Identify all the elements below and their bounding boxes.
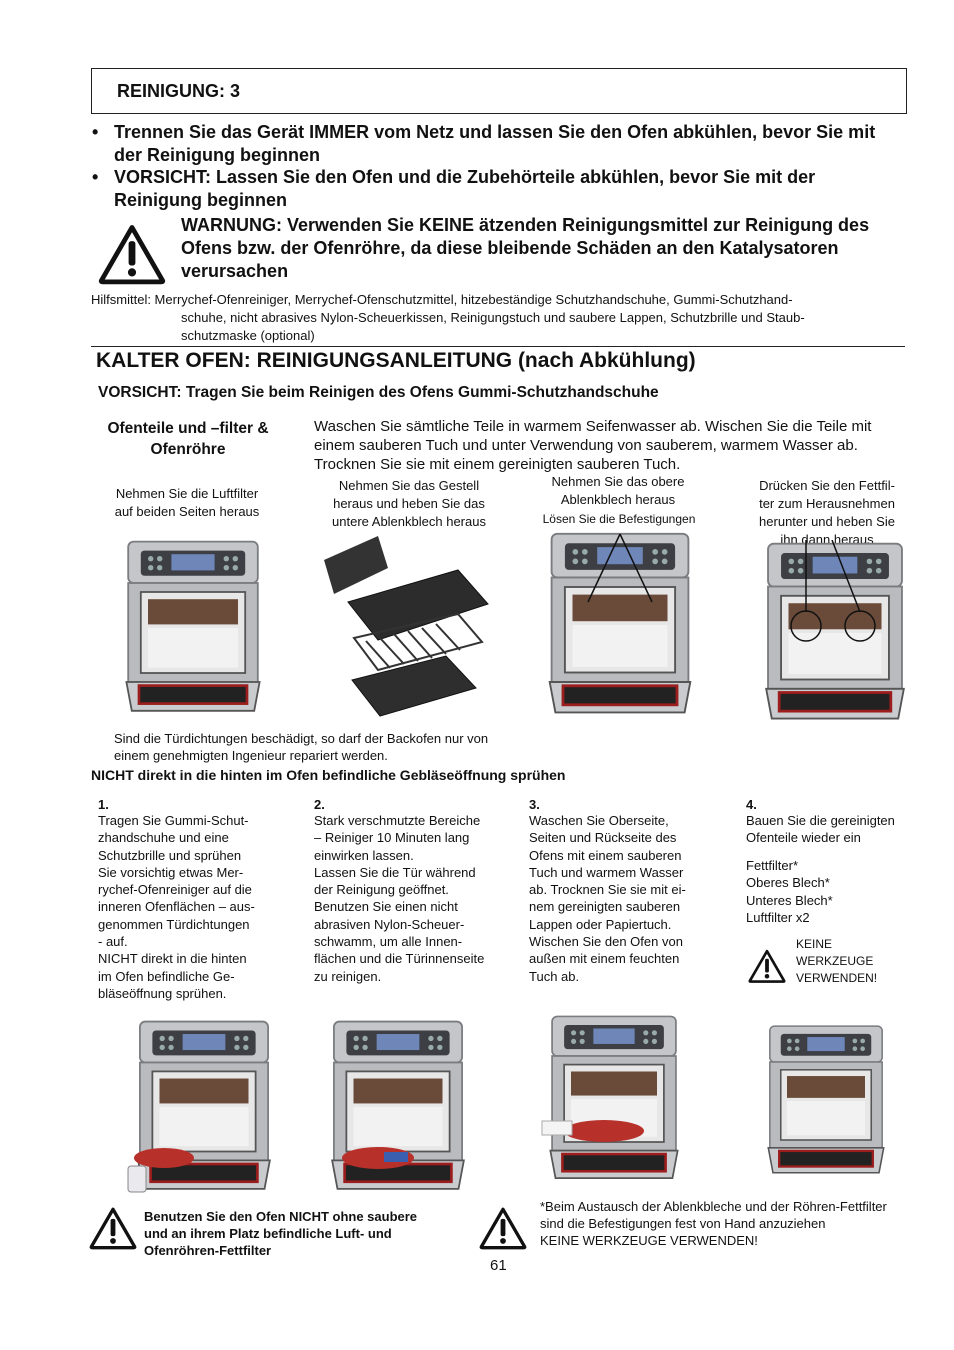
warning-icon — [748, 948, 786, 984]
section-header-box: REINIGUNG: 3 — [91, 68, 907, 114]
oven-reassembled-image — [766, 1024, 886, 1175]
no-spray-warning: NICHT direkt in die hinten im Ofen befin… — [91, 767, 566, 783]
oven-upper-baffle-image — [548, 532, 692, 714]
oven-wipe-image — [541, 1015, 680, 1180]
bullet-text: Trennen Sie das Gerät IMMER vom Netz und… — [114, 122, 876, 165]
warning-icon — [479, 1205, 527, 1251]
step-text: Tragen Sie Gummi-Schut- zhandschuhe und … — [98, 813, 255, 1001]
page-number: 61 — [490, 1257, 507, 1274]
aids-line-3: schutzmaske (optional) — [181, 328, 315, 343]
parts-heading: Ofenteile und –filter & Ofenröhre — [92, 418, 284, 460]
oven-grease-filter-image — [764, 540, 906, 720]
caption-upper-baffle: Nehmen Sie das obere Ablenkblech heraus — [551, 474, 685, 507]
step-text: Bauen Sie die gereinigten Ofenteile wied… — [746, 813, 895, 846]
bullet-item-1: • Trennen Sie das Gerät IMMER vom Netz u… — [92, 121, 904, 167]
bottom-warning-fasteners: *Beim Austausch der Ablenkbleche und der… — [540, 1199, 887, 1248]
step-4: 4. Bauen Sie die gereinigten Ofenteile w… — [746, 797, 926, 847]
warning-text: WARNUNG: Verwenden Sie KEINE ätzenden Re… — [181, 215, 870, 281]
parts-heading-line-2: Ofenröhre — [150, 441, 226, 458]
step-1: 1. Tragen Sie Gummi-Schut- zhandschuhe u… — [98, 797, 288, 1002]
section-header-title: REINIGUNG: 3 — [117, 81, 241, 101]
step-text: Waschen Sie Oberseite, Seiten und Rückse… — [529, 813, 686, 984]
reinstall-parts-list: Fettfilter* Oberes Blech* Unteres Blech*… — [746, 858, 833, 925]
section-title: KALTER OFEN: REINIGUNGSANLEITUNG (nach A… — [96, 349, 696, 372]
bullet-item-2: • VORSICHT: Lassen Sie den Ofen und die … — [92, 166, 894, 212]
aids-line-2: schuhe, nicht abrasives Nylon-Scheuerkis… — [181, 310, 805, 325]
step-3: 3. Waschen Sie Oberseite, Seiten und Rüc… — [529, 797, 719, 985]
oven-scrub-image — [330, 1020, 466, 1191]
bullet-dot: • — [92, 122, 99, 142]
caption-rack-lower-baffle: Nehmen Sie das Gestell heraus und heben … — [332, 478, 486, 529]
bullet-dot: • — [92, 167, 99, 187]
no-tools-note: KEINE WERKZEUGE VERWENDEN! — [796, 937, 878, 985]
rack-and-baffle-image — [324, 536, 489, 717]
warning-icon — [89, 1205, 137, 1251]
bottom-warning-filters: Benutzen Sie den Ofen NICHT ohne saubere… — [144, 1209, 418, 1258]
bullet-text: VORSICHT: Lassen Sie den Ofen und die Zu… — [114, 167, 816, 210]
caption-loosen-fasteners: Lösen Sie die Befestigungen — [542, 512, 696, 526]
section-divider — [91, 346, 905, 347]
step-number: 4. — [746, 797, 757, 812]
wash-instructions: Waschen Sie sämtliche Teile in warmem Se… — [314, 418, 872, 473]
step-number: 2. — [314, 797, 325, 812]
step-text: Stark verschmutzte Bereiche – Reiniger 1… — [314, 813, 485, 984]
door-seal-note: Sind die Türdichtungen beschädigt, so da… — [114, 731, 489, 763]
step-number: 3. — [529, 797, 540, 812]
step-number: 1. — [98, 797, 109, 812]
oven-spray-image — [127, 1020, 272, 1193]
step-2: 2. Stark verschmutzte Bereiche – Reinige… — [314, 797, 514, 985]
caption-air-filters: Nehmen Sie die Luftfilter auf beiden Sei… — [114, 486, 260, 519]
caption-grease-filter: Drücken Sie den Fettfil- ter zum Herausn… — [759, 478, 895, 547]
warning-icon — [98, 222, 166, 286]
parts-heading-line-1: Ofenteile und –filter & — [107, 420, 269, 437]
oven-air-filter-image — [124, 540, 262, 713]
caution-text: VORSICHT: Tragen Sie beim Reinigen des O… — [98, 384, 659, 401]
aids-line-1: Hilfsmittel: Merrychef-Ofenreiniger, Mer… — [91, 292, 793, 307]
